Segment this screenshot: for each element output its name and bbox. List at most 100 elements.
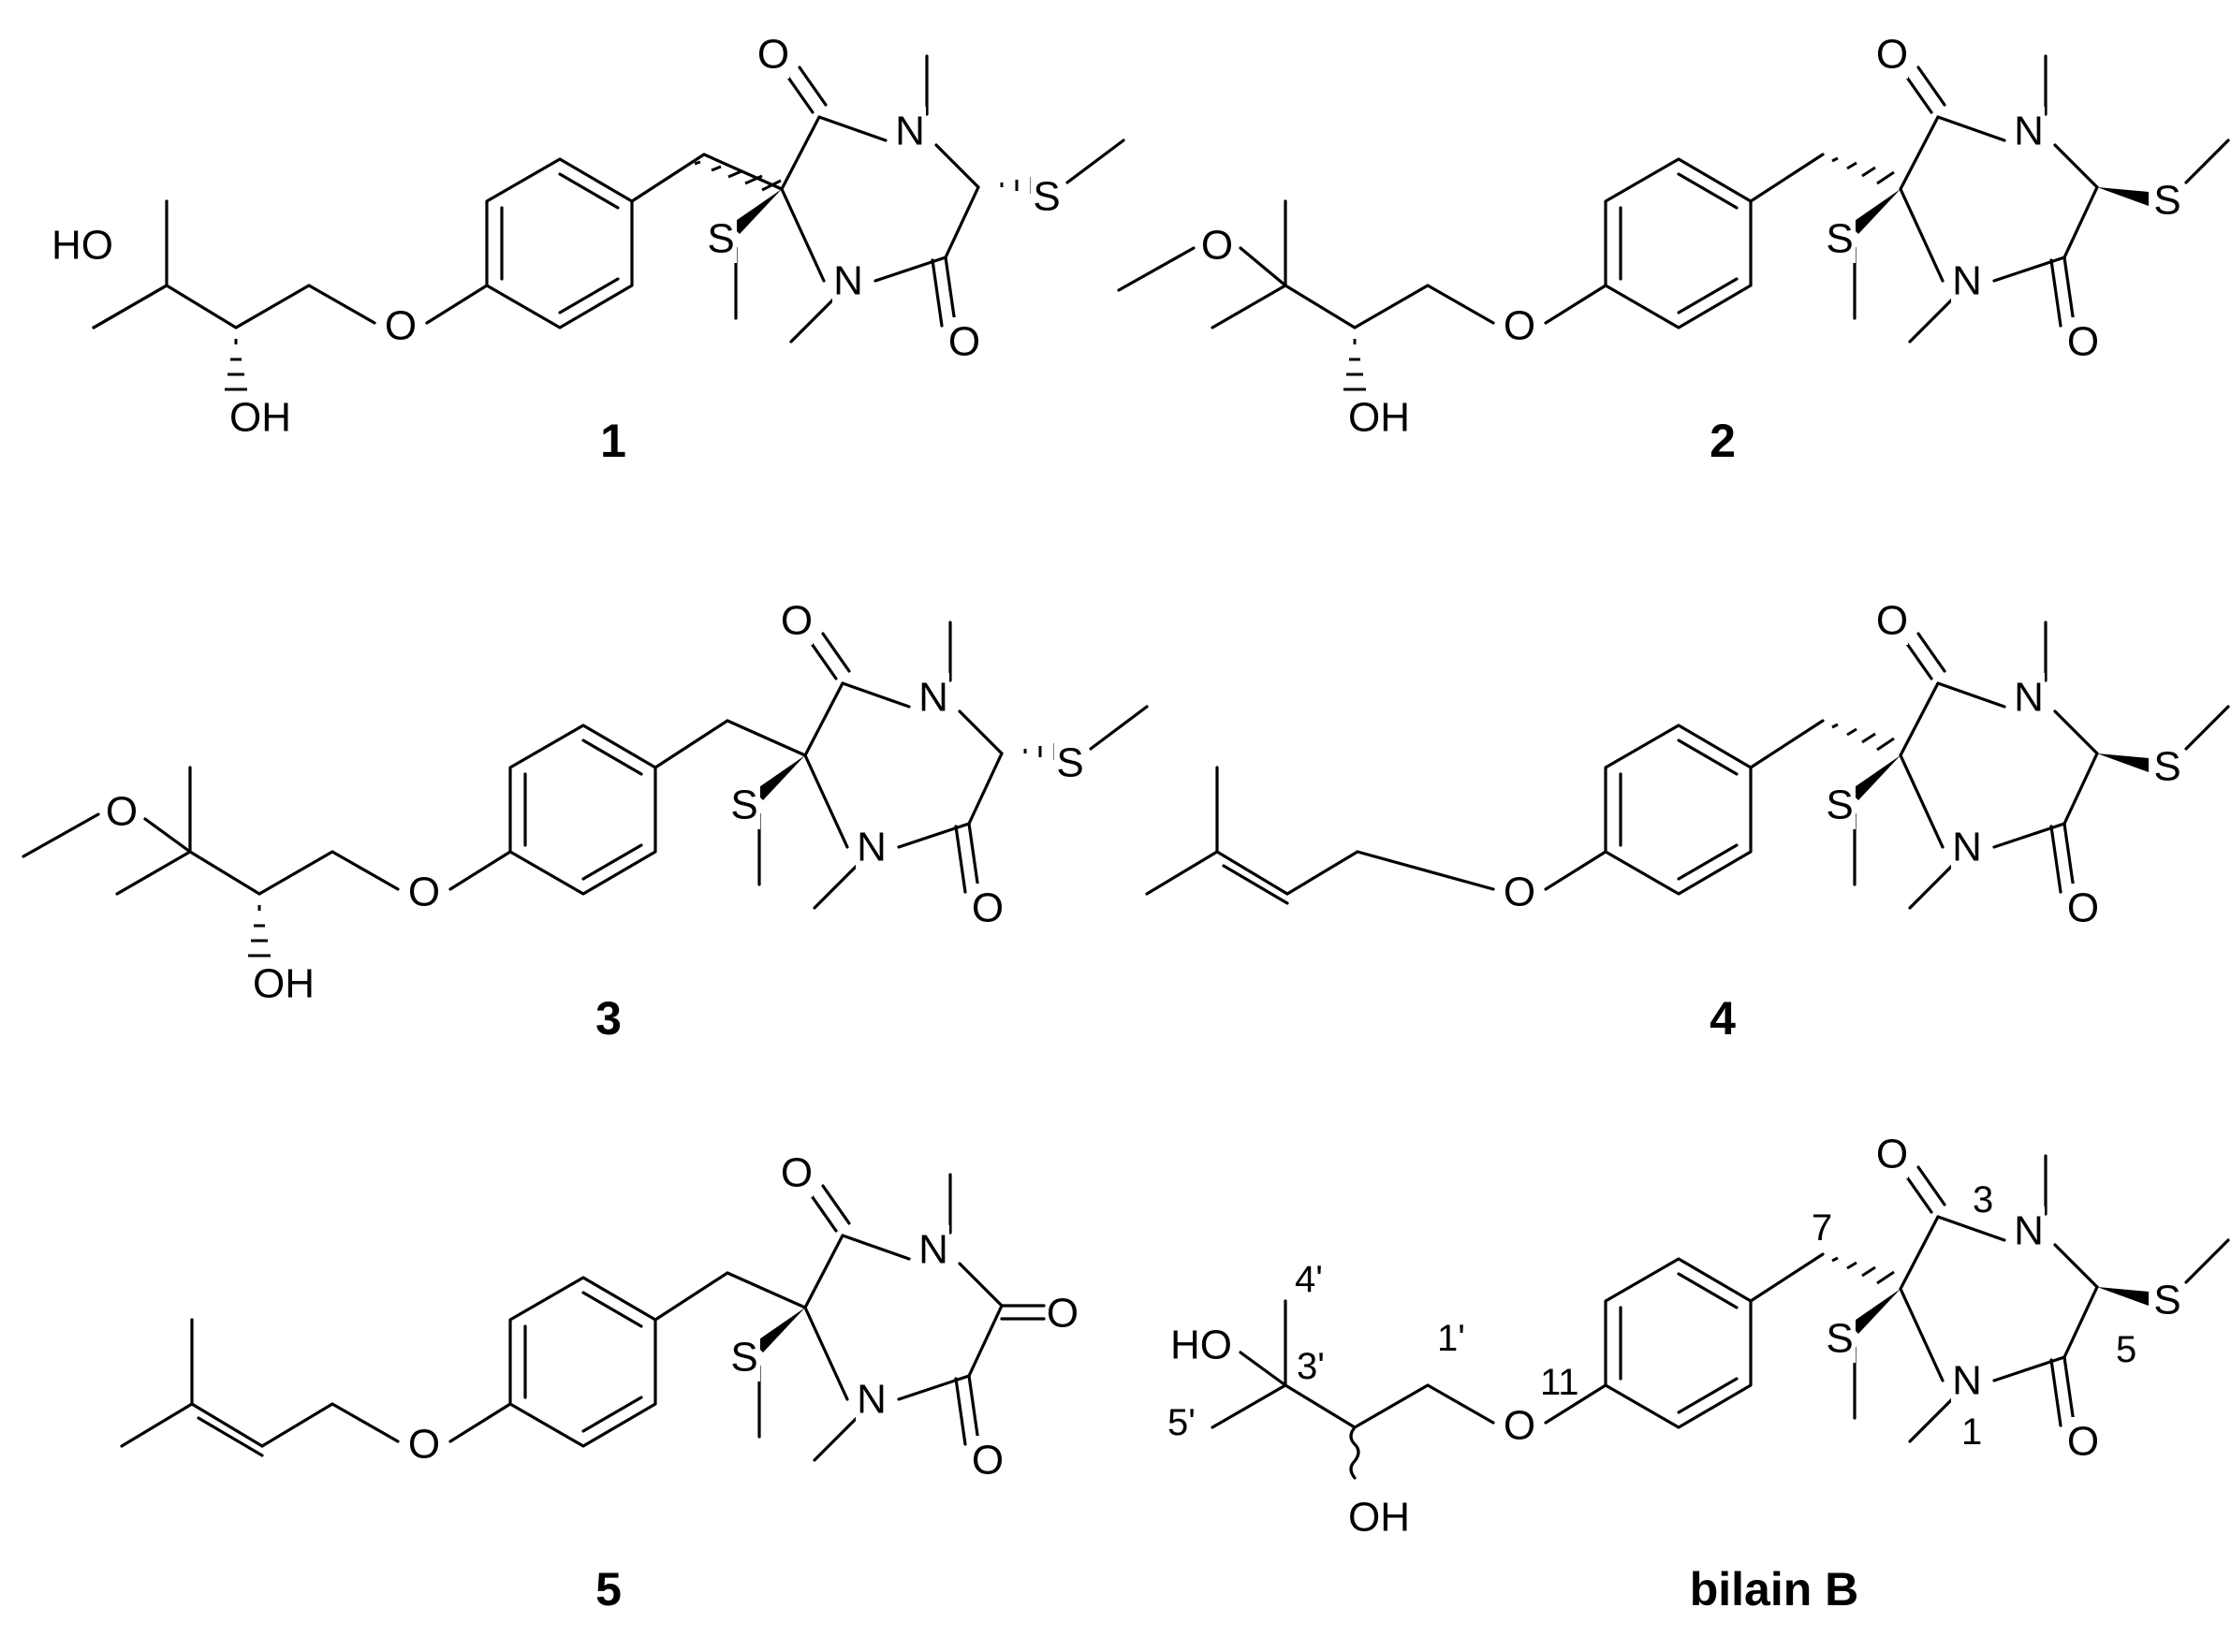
compound-4-wedge-bond — [1849, 755, 1901, 800]
locant-3: 3 — [1973, 1179, 1993, 1221]
compound-2-nitrogen-bottom: N — [1952, 258, 1982, 304]
label-mask — [1876, 596, 1908, 645]
compound-4-atom-labels: O O N S S N O — [1504, 596, 2183, 932]
compound-2-sulfur-right: S — [2153, 178, 2180, 224]
compound-1-carbonyl-oxygen-top: O — [757, 32, 789, 78]
compound-4-hash-bonds — [1831, 723, 1895, 752]
locant-1: 1 — [1961, 1411, 1982, 1453]
label-mask — [1504, 1401, 1535, 1450]
compound-5-structure: O O N O S N O 5 — [120, 1148, 1079, 1615]
label-mask — [1824, 1314, 1856, 1363]
label-mask — [2067, 1417, 2099, 1466]
label-mask — [972, 1436, 1004, 1484]
locant-5: 5 — [2116, 1329, 2136, 1370]
label-mask — [1504, 868, 1535, 916]
locant-11: 11 — [1540, 1362, 1579, 1403]
compound-bilain-b-wedge-bond-right — [2097, 1287, 2149, 1306]
compound-2-wedge-bond — [1849, 189, 1901, 234]
label-mask — [1951, 823, 1983, 871]
compound-1-ether-oxygen: O — [385, 303, 417, 349]
label-mask — [1172, 1321, 1230, 1369]
compound-2-atom-labels: O O OH O N S S N O — [1201, 30, 2183, 442]
compound-1-bonds — [92, 54, 1125, 344]
label-mask — [1054, 738, 1086, 787]
label-mask — [1350, 393, 1408, 442]
compound-5-carbonyl-oxygen-bottom: O — [972, 1438, 1004, 1484]
label-mask — [894, 107, 926, 155]
compound-3-oh-label: OH — [253, 961, 315, 1007]
compound-bilain-b-hash-bonds — [1831, 1256, 1895, 1285]
compound-5-sulfur-left: S — [730, 1335, 757, 1381]
compound-bilain-b-nitrogen-top: N — [2014, 1208, 2044, 1254]
locant-5-prime: 5' — [1167, 1402, 1196, 1443]
compound-1-nitrogen-bottom: N — [833, 258, 863, 304]
label-mask — [2013, 107, 2045, 155]
compound-3-bonds — [22, 621, 1149, 910]
compound-5-bonds — [120, 1173, 1046, 1462]
compound-1-label: 1 — [600, 415, 626, 467]
compound-4-carbonyl-oxygen-top: O — [1876, 598, 1908, 644]
label-mask — [385, 301, 417, 350]
label-mask — [231, 393, 289, 442]
label-mask — [1201, 221, 1233, 270]
compound-2-oh-label: OH — [1348, 395, 1410, 441]
label-mask — [2151, 742, 2183, 791]
label-mask — [705, 214, 737, 263]
label-mask — [1824, 781, 1856, 829]
compound-5-label: 5 — [595, 1563, 622, 1615]
locant-1-prime: 1' — [1437, 1318, 1465, 1359]
compound-5-nitrogen-top: N — [918, 1227, 948, 1273]
label-mask — [917, 673, 949, 722]
label-mask — [106, 787, 138, 836]
compound-5-carbonyl-oxygen-top: O — [781, 1150, 813, 1196]
compound-5-carbonyl-oxygen-right: O — [1047, 1291, 1079, 1337]
label-mask — [728, 781, 760, 829]
compound-2-wedge-bond-right — [2097, 187, 2149, 206]
compound-4-carbonyl-oxygen-bottom: O — [2067, 885, 2099, 931]
label-mask — [2067, 317, 2099, 366]
compound-3-ether-oxygen: O — [408, 870, 440, 915]
compound-1-ho-label: HO — [51, 223, 113, 269]
compound-3-nitrogen-bottom: N — [857, 825, 887, 870]
label-mask — [1876, 1130, 1908, 1178]
label-mask — [781, 1148, 813, 1197]
compound-bilain-b-oh-label: OH — [1348, 1495, 1410, 1541]
label-mask — [1951, 1356, 1983, 1405]
compound-5-nitrogen-bottom: N — [857, 1377, 887, 1423]
label-mask — [856, 823, 888, 871]
compound-3-sulfur-right: S — [1056, 740, 1083, 786]
compound-2-carbonyl-oxygen-bottom: O — [2067, 319, 2099, 365]
compound-1-carbonyl-oxygen-bottom: O — [948, 319, 980, 365]
label-mask — [1824, 214, 1856, 263]
compound-4-nitrogen-top: N — [2014, 675, 2044, 721]
label-mask — [856, 1375, 888, 1424]
label-mask — [2151, 1276, 2183, 1324]
label-mask — [1876, 30, 1908, 79]
compound-3-wedge-bond — [754, 755, 805, 800]
label-mask — [972, 884, 1004, 932]
compound-3-carbonyl-oxygen-bottom: O — [972, 885, 1004, 931]
label-mask — [408, 868, 440, 916]
label-mask — [1504, 301, 1535, 350]
compound-bilain-b-ho-label: HO — [1170, 1323, 1232, 1368]
compound-2-nitrogen-top: N — [2014, 109, 2044, 154]
locant-3-prime: 3' — [1297, 1346, 1325, 1387]
compound-1-atom-labels: HO O OH O N S S N O — [51, 30, 1063, 442]
compound-4-sulfur-left: S — [1826, 782, 1853, 828]
label-mask — [1031, 172, 1063, 221]
compound-3-methoxy-oxygen: O — [106, 789, 138, 835]
label-mask — [2013, 1206, 2045, 1255]
compound-3-label: 3 — [595, 992, 622, 1045]
compound-1-hash-bonds — [225, 160, 1049, 391]
label-mask — [408, 1420, 440, 1469]
compound-1-sulfur-right: S — [1033, 174, 1060, 220]
label-mask — [1951, 256, 1983, 305]
compound-4-sulfur-right: S — [2153, 744, 2180, 790]
compound-2-structure: O O OH O N S S N O 2 — [1117, 30, 2230, 467]
compound-5-ether-oxygen: O — [408, 1422, 440, 1468]
label-mask — [2013, 673, 2045, 722]
compound-bilain-b-locants: 4' 3' 5' 1' 11 7 3 5 1 — [1167, 1179, 2136, 1453]
compound-3-structure: O O OH O N S S N O 3 — [22, 596, 1149, 1045]
